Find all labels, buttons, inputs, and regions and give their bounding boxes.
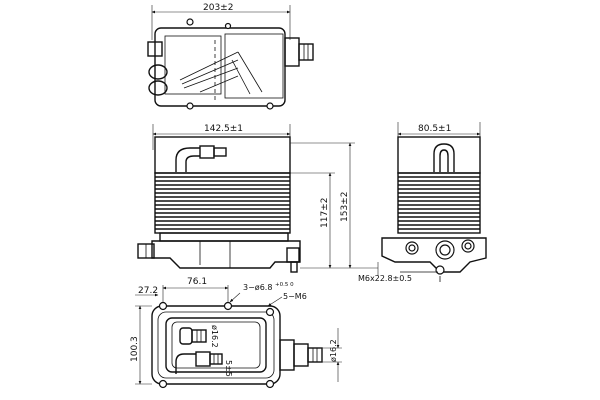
front-base-plate xyxy=(159,232,289,242)
side-fin-stack xyxy=(397,172,481,234)
top-port-left-lower-2 xyxy=(148,80,168,96)
top-head-block xyxy=(224,33,284,99)
dim-thread: M6x22.8±0.5 xyxy=(358,274,412,283)
bottom-hole-5 xyxy=(265,379,275,389)
bottom-hole-2 xyxy=(223,301,233,311)
top-bolt-3 xyxy=(266,102,274,110)
dim-base-height: 100.3 xyxy=(130,336,140,362)
bottom-inner-outline xyxy=(157,311,275,379)
top-fan-lines xyxy=(179,51,263,95)
front-fin-stack xyxy=(154,172,291,234)
front-top-plate xyxy=(154,136,291,174)
top-stub-body xyxy=(284,37,300,67)
dim-hole-spacing: 76.1 xyxy=(187,277,207,287)
bottom-hole-4 xyxy=(158,379,168,389)
side-view: 80.5±1 M6 xyxy=(358,122,487,283)
bottom-core xyxy=(165,317,267,373)
dim-depth: 80.5±1 xyxy=(418,124,451,134)
dim-core-width: 142.5±1 xyxy=(204,124,243,134)
top-port-left-upper xyxy=(147,41,163,57)
front-right-port xyxy=(286,247,300,263)
side-top-plate xyxy=(397,136,481,174)
dim-thread-holes: 5−M6 xyxy=(283,292,307,301)
side-loop-outer xyxy=(433,143,455,172)
bottom-elbow xyxy=(175,353,196,374)
side-housing xyxy=(381,237,487,273)
side-bolt xyxy=(435,265,445,275)
dim-fitting-height: 117±2 xyxy=(320,198,330,228)
bottom-right-fitting xyxy=(279,339,295,371)
top-bolt-4 xyxy=(224,22,232,30)
top-port-left-lower xyxy=(148,64,168,80)
bottom-port-upper xyxy=(179,327,193,345)
dim-port-diameter-b: ø16.2 xyxy=(329,339,338,362)
bottom-hole-3 xyxy=(265,307,275,317)
side-loop-inner xyxy=(439,149,449,172)
dim-overall-width: 203±2 xyxy=(203,3,233,13)
top-core-outline xyxy=(164,35,222,95)
top-housing xyxy=(154,27,286,107)
front-elbow-tip xyxy=(213,147,227,157)
dim-stub-length: 5±5 xyxy=(224,360,233,377)
top-bolt-2 xyxy=(186,102,194,110)
dim-mount-offset: 27.2 xyxy=(138,286,158,296)
dim-hole-pattern: 3−ø6.8 xyxy=(243,283,272,292)
front-right-stub xyxy=(290,261,298,273)
dim-overall-height: 153±2 xyxy=(340,192,350,222)
front-housing xyxy=(151,240,301,269)
dim-hole-pattern-tol: +0.5 0 xyxy=(275,282,294,288)
bottom-view: 27.2 76.1 3−ø6.8 +0.5 0 5−M6 ø16.2 5±5 xyxy=(130,277,342,389)
front-elbow-outer xyxy=(175,147,200,172)
front-elbow-nut xyxy=(199,145,215,159)
top-stub-tip xyxy=(298,43,314,61)
top-view: 203±2 xyxy=(147,3,314,110)
dim-port-diameter-a: ø16.2 xyxy=(210,325,219,348)
bottom-hole-1 xyxy=(158,301,168,311)
top-bolt-1 xyxy=(186,18,194,26)
front-view: 142.5±1 xyxy=(137,124,378,273)
front-elbow-inner xyxy=(185,155,200,172)
